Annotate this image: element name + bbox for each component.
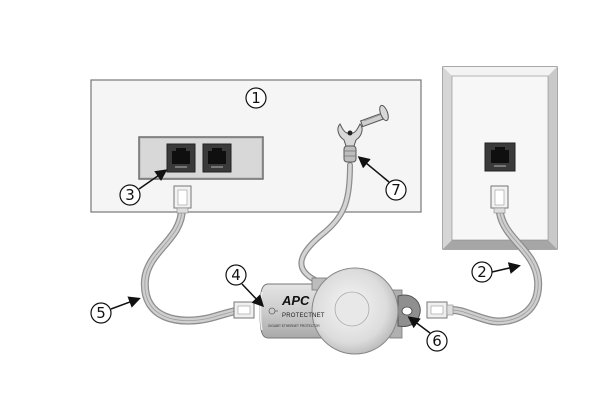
callout-5: 5 [90, 296, 141, 324]
arrow-icon [407, 316, 431, 334]
rj45-plug-icon [490, 185, 509, 214]
product-subtitle: GIGABIT ETHERNET PROTECTOR [268, 324, 320, 328]
arrow-icon [138, 169, 168, 190]
ground-tab-icon [397, 294, 421, 327]
svg-text:6: 6 [432, 332, 442, 350]
callout-7: 7 [357, 156, 407, 201]
rj45-plug-icon [426, 301, 454, 319]
callout-4: 4 [225, 264, 265, 308]
equipment-cable [140, 204, 250, 325]
callout-6: 6 [407, 316, 448, 352]
callout-3: 3 [119, 169, 168, 206]
wall-ethernet-jack-icon[interactable] [484, 142, 516, 172]
rj45-plug-icon [173, 185, 192, 214]
svg-text:1: 1 [251, 89, 261, 107]
ethernet-jack-icon[interactable] [202, 143, 232, 173]
apc-logo: APC [281, 293, 310, 308]
arrow-icon [241, 283, 265, 308]
arrow-icon [491, 262, 521, 274]
svg-text:2: 2 [477, 263, 487, 281]
svg-text:7: 7 [391, 181, 401, 199]
protectnet-device: APC PROTECTNET GIGABIT ETHERNET PROTECTO… [233, 267, 421, 355]
svg-text:4: 4 [231, 266, 241, 284]
rj45-plug-icon [233, 301, 255, 319]
indicator-led-icon [268, 307, 278, 315]
ground-lug-icon [337, 123, 363, 163]
callout-2: 2 [471, 261, 521, 283]
callout-1: 1 [245, 87, 267, 109]
equipment-port-block [138, 136, 264, 180]
product-name: PROTECTNET [282, 313, 325, 319]
svg-text:3: 3 [125, 186, 135, 204]
arrow-icon [357, 156, 390, 183]
svg-text:5: 5 [96, 304, 106, 322]
wall-cable [448, 209, 543, 326]
ground-screw-icon [359, 104, 389, 128]
arrow-icon [110, 296, 141, 310]
ethernet-jack-icon[interactable] [166, 143, 196, 173]
